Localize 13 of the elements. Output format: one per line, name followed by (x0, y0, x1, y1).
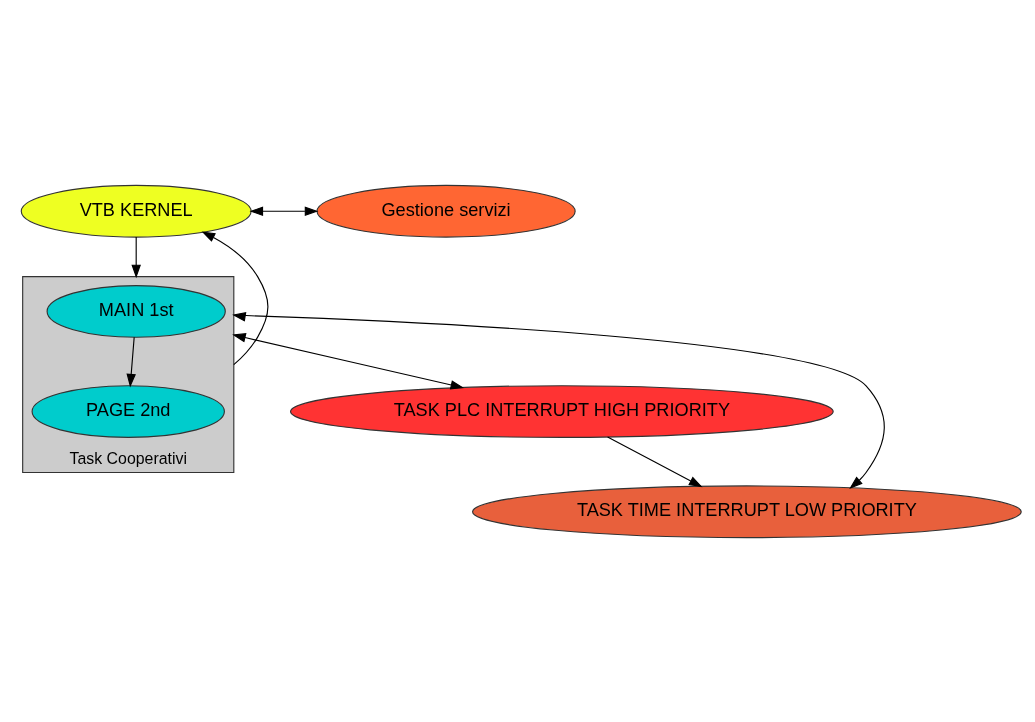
node-ellipse: PAGE 2nd (31, 384, 225, 438)
arrow (607, 435, 703, 487)
node-ellipse: TASK TIME INTERRUPT LOW PRIORITY (472, 484, 1022, 538)
arrow (131, 236, 141, 278)
arrow (126, 336, 136, 387)
node-ellipse: Gestione servizi (316, 184, 576, 238)
node-ellipse: MAIN 1st (46, 284, 226, 338)
arrow (232, 311, 885, 489)
arrow (232, 332, 465, 390)
node-ellipse: TASK PLC INTERRUPT HIGH PRIORITY (290, 384, 834, 438)
arrow (201, 231, 269, 365)
arrow (249, 205, 319, 216)
node-ellipse: VTB KERNEL (20, 184, 252, 238)
